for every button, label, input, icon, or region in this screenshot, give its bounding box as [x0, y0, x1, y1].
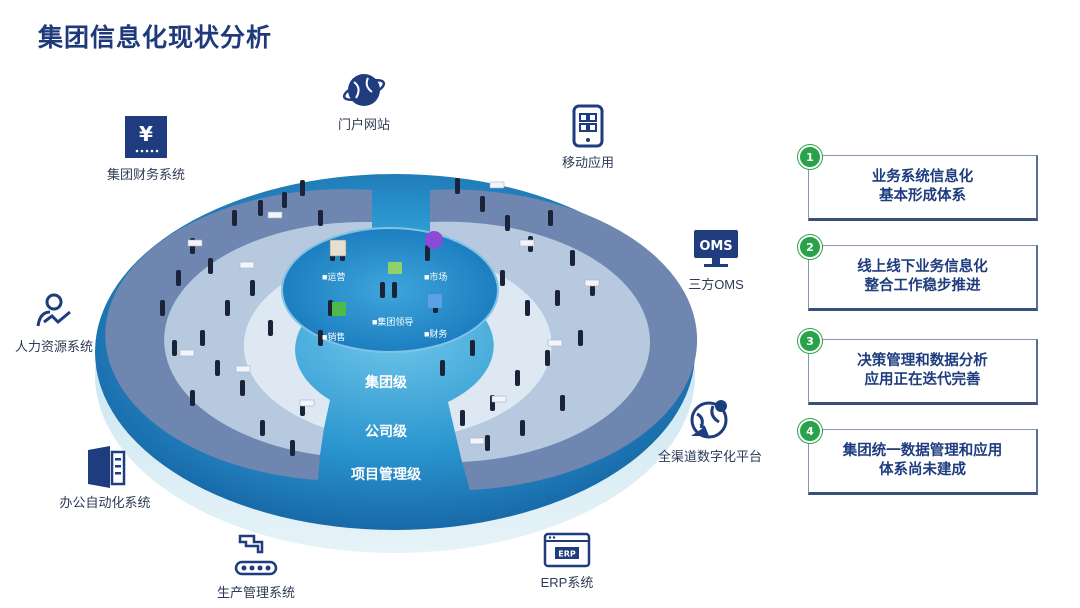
yen-symbol-text: ¥: [139, 122, 153, 146]
ring-inner-right: [430, 252, 552, 432]
system-finance: ¥ 集团财务系统: [96, 114, 196, 183]
system-portal: 门户网站: [332, 70, 396, 133]
system-erp: ERP ERP系统: [530, 532, 604, 591]
ring-mid-left: [164, 221, 372, 455]
globe-icon: [342, 74, 386, 106]
system-omnichannel: 全渠道数字化平台: [650, 396, 770, 465]
system-hr: 人力资源系统: [6, 292, 102, 355]
system-label: 生产管理系统: [216, 585, 295, 600]
card-number-badge: 3: [798, 329, 822, 353]
monitor-icon: OMS: [694, 230, 738, 267]
status-card-2: 2 线上线下业务信息化 整合工作稳步推进: [798, 235, 1038, 311]
system-label: ERP系统: [540, 575, 594, 590]
center-sales-icon: [332, 302, 346, 316]
system-label: 全渠道数字化平台: [657, 449, 762, 464]
status-card-3: 3 决策管理和数据分析 应用正在迭代完善: [798, 329, 1038, 405]
center-label-operations: ■运营: [322, 272, 346, 282]
system-mobile: 移动应用: [552, 104, 624, 171]
center-leadership-icon: [388, 262, 402, 274]
system-label: 集团财务系统: [106, 167, 185, 182]
yen-icon: ¥: [125, 116, 167, 158]
ring-outer-left: [105, 189, 373, 480]
system-oms: OMS 三方OMS: [680, 228, 752, 293]
ring-inner-left: [243, 252, 372, 428]
ring-label-group: 集团级: [365, 375, 407, 391]
card-text: 业务系统信息化 基本形成体系: [871, 169, 974, 204]
system-production: 生产管理系统: [206, 532, 306, 601]
card-text: 决策管理和数据分析 应用正在迭代完善: [857, 353, 988, 388]
conveyor-robot-icon: [234, 534, 278, 576]
system-office: 办公自动化系统: [50, 446, 160, 511]
ring-label-project: 项目管理级: [351, 467, 421, 483]
center-label-leadership: ■集团领导: [372, 317, 414, 327]
system-label: 办公自动化系统: [59, 495, 151, 510]
center-market-icon: [425, 231, 443, 249]
card-text: 线上线下业务信息化 整合工作稳步推进: [857, 259, 988, 294]
ring-label-company: 公司级: [365, 424, 407, 440]
center-label-market: ■市场: [424, 272, 448, 282]
people-chart-icon: [36, 293, 71, 327]
mobile-phone-icon: [572, 104, 604, 148]
desk-shapes: [179, 181, 600, 445]
ring-label-business: 业务信息系统: [338, 157, 422, 173]
card-number-badge: 4: [798, 419, 822, 443]
oms-screen-text: OMS: [699, 239, 732, 254]
center-label-sales: ■销售: [322, 332, 346, 342]
globe-plane-icon: [690, 400, 728, 439]
document-icon: [88, 446, 126, 488]
status-card-1: 1 业务系统信息化 基本形成体系: [798, 145, 1038, 221]
card-number-badge: 1: [798, 145, 822, 169]
system-label: 移动应用: [561, 155, 614, 170]
center-operations-icon: [329, 239, 347, 257]
card-number-badge: 2: [798, 235, 822, 259]
erp-screen-text: ERP: [558, 550, 576, 559]
center-label-finance: ■财务: [424, 329, 448, 339]
erp-window-icon: ERP: [543, 532, 591, 568]
status-card-4: 4 集团统一数据管理和应用 体系尚未建成: [798, 419, 1038, 495]
system-label: 三方OMS: [688, 277, 744, 292]
center-hub: [281, 227, 499, 353]
system-label: 门户网站: [337, 117, 390, 132]
card-text: 集团统一数据管理和应用 体系尚未建成: [842, 443, 1003, 478]
page-title: 集团信息化现状分析: [38, 23, 273, 52]
ring-outer-right: [430, 189, 698, 491]
center-finance-icon: [428, 294, 442, 308]
system-label: 人力资源系统: [14, 339, 93, 354]
